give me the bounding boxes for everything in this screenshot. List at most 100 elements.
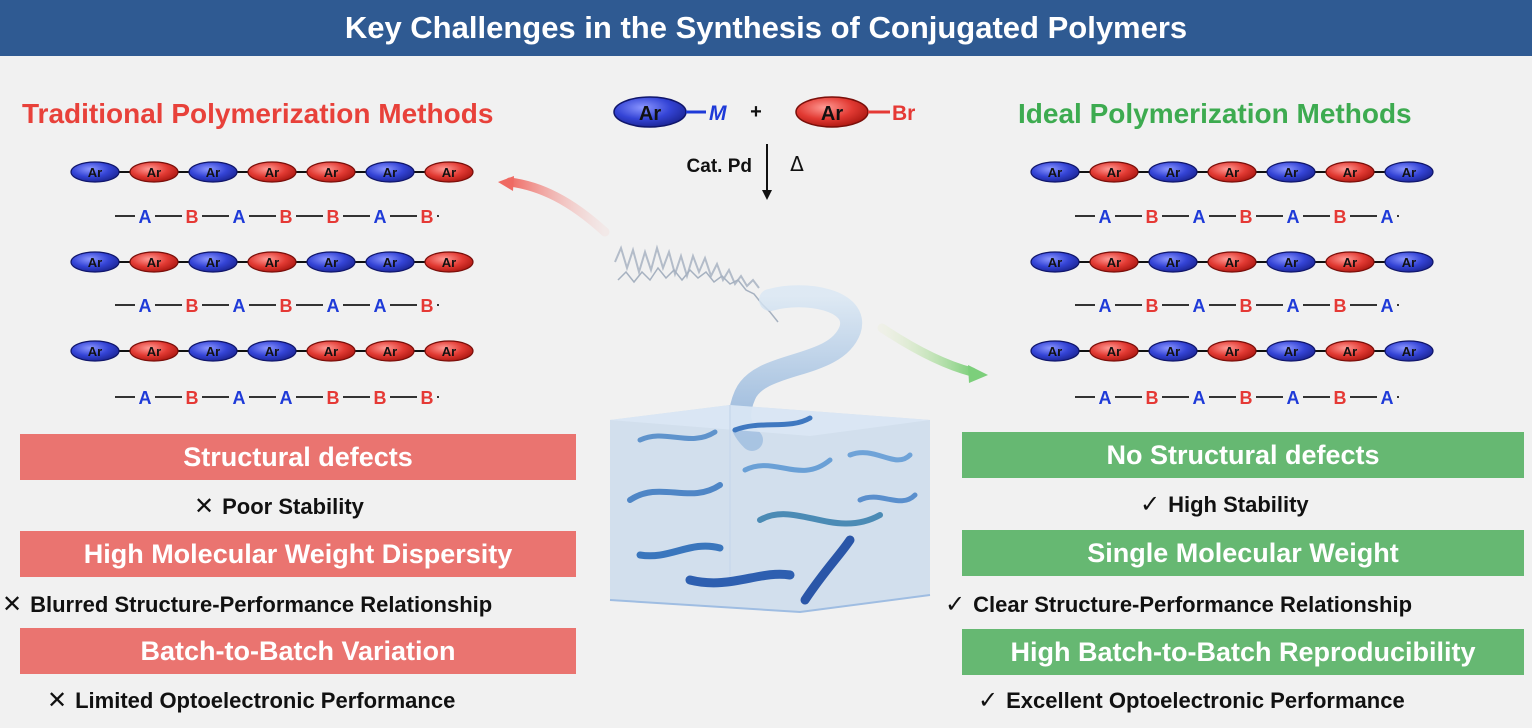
sequence-letter-bg — [182, 386, 202, 408]
sequence-letter-bg — [182, 294, 202, 316]
monomer-b: Ar Br — [795, 96, 915, 128]
sequence-letter-bg — [370, 294, 390, 316]
sequence-letter-B: B — [327, 207, 340, 227]
polymer-chain — [685, 569, 795, 588]
sequence-letter-A: A — [1099, 207, 1112, 227]
monomer-unit-B: Ar — [1089, 340, 1139, 362]
unit-label: Ar — [1284, 344, 1298, 359]
sequence-letter-bg — [1236, 205, 1256, 227]
sequence-letter-A: A — [1193, 388, 1206, 408]
header-banner: Key Challenges in the Synthesis of Conju… — [0, 0, 1532, 56]
heat-symbol: Δ — [790, 152, 804, 176]
unit-label: Ar — [324, 344, 338, 359]
unit-ellipse — [1384, 161, 1434, 183]
monomer-b-label: Ar — [821, 103, 843, 125]
unit-label: Ar — [265, 255, 279, 270]
sequence-letter-bg — [1095, 205, 1115, 227]
unit-label: Ar — [324, 255, 338, 270]
unit-ellipse — [247, 161, 297, 183]
unit-ellipse — [247, 340, 297, 362]
sequence-letter-bg — [1283, 294, 1303, 316]
unit-label: Ar — [1343, 344, 1357, 359]
unit-label: Ar — [1048, 344, 1062, 359]
sequence-letter-B: B — [1334, 296, 1347, 316]
unit-label: Ar — [1166, 255, 1180, 270]
monomer-unit-B: Ar — [1325, 251, 1375, 273]
unit-label: Ar — [1402, 165, 1416, 180]
sequence-letter-A: A — [139, 388, 152, 408]
unit-ellipse — [70, 340, 120, 362]
unit-ellipse — [188, 340, 238, 362]
unit-label: Ar — [206, 344, 220, 359]
unit-label: Ar — [1343, 255, 1357, 270]
unit-ellipse — [1325, 251, 1375, 273]
sequence-letter-A: A — [139, 207, 152, 227]
sequence-letter-A: A — [374, 296, 387, 316]
polymer-chain — [636, 542, 724, 560]
sequence-letter-B: B — [1146, 207, 1159, 227]
unit-label: Ar — [442, 255, 456, 270]
unit-ellipse — [70, 161, 120, 183]
limited-performance-note: ✕ Limited Optoelectronic Performance — [47, 686, 455, 715]
note-text: Blurred Structure-Performance Relationsh… — [30, 591, 493, 617]
sequence-letter-bg — [1330, 205, 1350, 227]
monomer-unit-A: Ar — [70, 161, 120, 183]
single-mw-box: Single Molecular Weight — [962, 530, 1524, 576]
cross-icon: ✕ — [2, 591, 23, 618]
monomer-unit-A: Ar — [1148, 251, 1198, 273]
sequence-letter-A: A — [233, 207, 246, 227]
sequence-letter-bg — [1236, 294, 1256, 316]
unit-label: Ar — [147, 165, 161, 180]
polymer-chain — [732, 415, 813, 433]
sequence-letter-bg — [1189, 294, 1209, 316]
polymer-backbone — [614, 244, 760, 289]
sequence-letter-bg — [276, 294, 296, 316]
unit-ellipse — [247, 251, 297, 273]
sequence-letter-B: B — [421, 296, 434, 316]
unit-label: Ar — [1225, 165, 1239, 180]
sequence-letter-bg — [1377, 205, 1397, 227]
sequence-letter-bg — [1142, 386, 1162, 408]
sequence-letter-B: B — [186, 296, 199, 316]
unit-label: Ar — [206, 255, 220, 270]
monomer-unit-B: Ar — [424, 251, 474, 273]
unit-label: Ar — [265, 344, 279, 359]
monomer-unit-B: Ar — [129, 340, 179, 362]
no-defects-box: No Structural defects — [962, 432, 1524, 478]
sequence-letter-bg — [370, 205, 390, 227]
sequence-letter-B: B — [1334, 207, 1347, 227]
catalyst-label: Cat. Pd — [687, 156, 752, 177]
batch-variation-box: Batch-to-Batch Variation — [20, 628, 576, 674]
unit-label: Ar — [1107, 255, 1121, 270]
sequence-letter-B: B — [186, 388, 199, 408]
monomer-unit-B: Ar — [1325, 161, 1375, 183]
monomer-unit-A: Ar — [188, 251, 238, 273]
unit-ellipse — [1030, 161, 1080, 183]
monomer-unit-A: Ar — [365, 251, 415, 273]
unit-label: Ar — [383, 165, 397, 180]
unit-ellipse — [1325, 340, 1375, 362]
note-text: High Stability — [1168, 491, 1309, 517]
monomer-unit-B: Ar — [247, 161, 297, 183]
sequence-letter-A: A — [374, 207, 387, 227]
unit-ellipse — [424, 251, 474, 273]
unit-ellipse — [188, 161, 238, 183]
monomer-a: Ar M — [613, 96, 727, 128]
unit-label: Ar — [1107, 165, 1121, 180]
unit-ellipse — [1089, 251, 1139, 273]
reproducibility-box: High Batch-to-Batch Reproducibility — [962, 629, 1524, 675]
sequence-letter-bg — [1283, 205, 1303, 227]
sequence-letter-B: B — [1146, 296, 1159, 316]
traditional-arrow-head — [498, 176, 514, 191]
monomer-unit-A: Ar — [1384, 251, 1434, 273]
unit-ellipse — [129, 161, 179, 183]
plus-sign: + — [750, 101, 762, 123]
sequence-letter-bg — [1095, 294, 1115, 316]
unit-ellipse — [70, 251, 120, 273]
unit-ellipse — [306, 251, 356, 273]
unit-ellipse — [1030, 340, 1080, 362]
sequence-letter-B: B — [1240, 207, 1253, 227]
mw-dispersity-box: High Molecular Weight Dispersity — [20, 531, 576, 577]
